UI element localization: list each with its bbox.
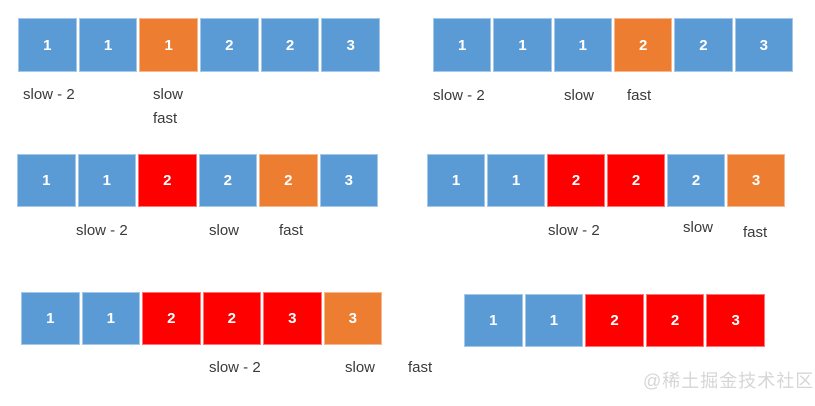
array-cell-orange: 3 <box>727 154 785 207</box>
array-cell-red: 2 <box>607 154 665 207</box>
array-cell-blue: 1 <box>524 294 584 347</box>
array-cell-blue: 3 <box>734 18 793 72</box>
array-cell-blue: 1 <box>493 18 552 72</box>
array-cell-red: 2 <box>547 154 605 207</box>
array-cell-blue: 1 <box>553 18 612 72</box>
array-cell-orange: 2 <box>613 18 673 72</box>
array-cell-blue: 1 <box>81 292 140 345</box>
pointer-label: slow <box>153 86 184 103</box>
pointer-label: slow <box>209 222 240 239</box>
pointer-label: slow <box>683 219 714 236</box>
pointer-label: slow - 2 <box>23 86 75 103</box>
array-cell-orange: 3 <box>323 292 382 345</box>
array-cell-blue: 3 <box>319 154 378 207</box>
array-cell-orange: 2 <box>259 154 318 207</box>
array-cell-red: 2 <box>138 154 197 207</box>
array-cell-orange: 1 <box>139 18 199 72</box>
array-cell-blue: 1 <box>427 154 485 207</box>
array-cell-red: 2 <box>142 292 201 345</box>
array-cell-blue: 1 <box>77 154 136 207</box>
watermark: @稀土掘金技术社区 <box>643 371 815 391</box>
pointer-label: slow <box>345 359 376 376</box>
array-cell-blue: 1 <box>17 154 76 207</box>
array-cell-blue: 1 <box>78 18 138 72</box>
array-cell-blue: 3 <box>321 18 381 72</box>
array-cell-blue: 1 <box>21 292 80 345</box>
pointer-label: fast <box>153 110 178 127</box>
array-cell-red: 2 <box>202 292 261 345</box>
pointer-label: slow - 2 <box>76 222 128 239</box>
array-cell-blue: 1 <box>464 294 523 347</box>
pointer-label: fast <box>627 87 652 104</box>
pointer-label: fast <box>279 222 304 239</box>
array-cell-blue: 2 <box>674 18 733 72</box>
array-cell-red: 3 <box>263 292 322 345</box>
array-cell-blue: 2 <box>260 18 320 72</box>
array-cell-red: 3 <box>706 294 765 347</box>
pointer-label: slow - 2 <box>433 87 485 104</box>
array-cell-blue: 2 <box>667 154 725 207</box>
pointer-label: fast <box>743 224 768 241</box>
array-cell-blue: 2 <box>198 154 257 207</box>
pointer-label: fast <box>408 359 433 376</box>
array-cell-blue: 1 <box>18 18 77 72</box>
array-cell-blue: 1 <box>487 154 545 207</box>
array-cell-red: 2 <box>645 294 705 347</box>
pointer-label: slow <box>564 87 595 104</box>
array-cell-blue: 2 <box>200 18 259 72</box>
pointer-label: slow - 2 <box>548 222 600 239</box>
array-cell-blue: 1 <box>433 18 492 72</box>
pointer-label: slow - 2 <box>209 359 261 376</box>
array-cell-red: 2 <box>585 294 644 347</box>
